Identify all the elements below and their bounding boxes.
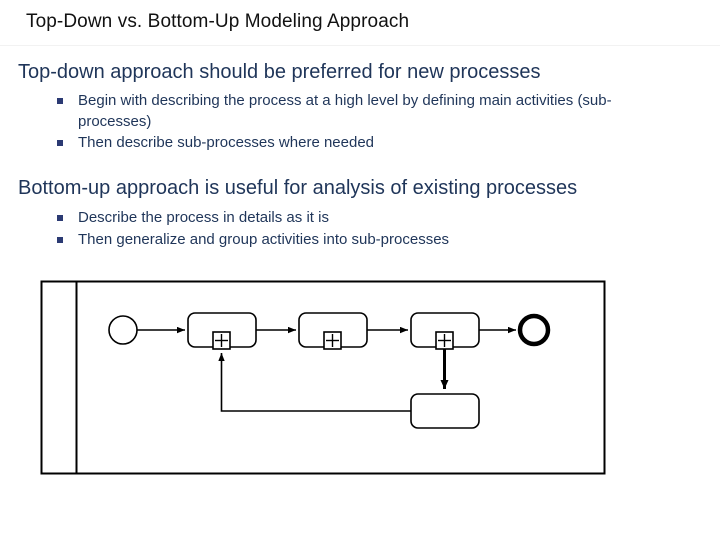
- list-item: Begin with describing the process at a h…: [56, 91, 696, 132]
- bpmn-subprocess-marker-plus-2: [323, 331, 342, 350]
- list-item-label: Begin with describing the process at a h…: [78, 92, 612, 130]
- section-heading-top-down: Top-down approach should be preferred fo…: [18, 61, 541, 83]
- slide-body: Top-down approach should be preferred fo…: [0, 56, 720, 266]
- bullet-list-bottom-up: Describe the process in details as it is…: [56, 208, 696, 250]
- square-bullet-icon: [57, 98, 63, 104]
- list-item: Describe the process in details as it is: [56, 208, 696, 229]
- list-item-label: Describe the process in details as it is: [78, 209, 329, 226]
- list-item-label: Then describe sub-processes where needed: [78, 134, 375, 151]
- bpmn-pool: [40, 280, 606, 475]
- square-bullet-icon: [57, 140, 63, 146]
- bullet-list-top-down: Begin with describing the process at a h…: [56, 91, 696, 154]
- list-item: Then generalize and group activities int…: [56, 230, 696, 251]
- list-item: Then describe sub-processes where needed: [56, 133, 696, 154]
- bpmn-canvas: [40, 280, 606, 475]
- section-heading-bottom-up: Bottom-up approach is useful for analysi…: [18, 177, 578, 199]
- bpmn-subprocess-marker-plus-1: [212, 331, 231, 350]
- bpmn-subprocess-marker-plus-3: [435, 331, 454, 350]
- bpmn-start-event: [108, 315, 138, 345]
- page-title: Top-Down vs. Bottom-Up Modeling Approach: [26, 11, 410, 32]
- square-bullet-icon: [57, 215, 63, 221]
- square-bullet-icon: [57, 236, 63, 243]
- list-item-label: Then generalize and group activities int…: [78, 230, 450, 248]
- bpmn-end-event: [517, 313, 551, 347]
- title-divider: [0, 45, 720, 46]
- bpmn-diagram: [40, 272, 620, 484]
- bpmn-task-4: [410, 393, 480, 429]
- bpmn-flow-task4-task1: [218, 353, 411, 412]
